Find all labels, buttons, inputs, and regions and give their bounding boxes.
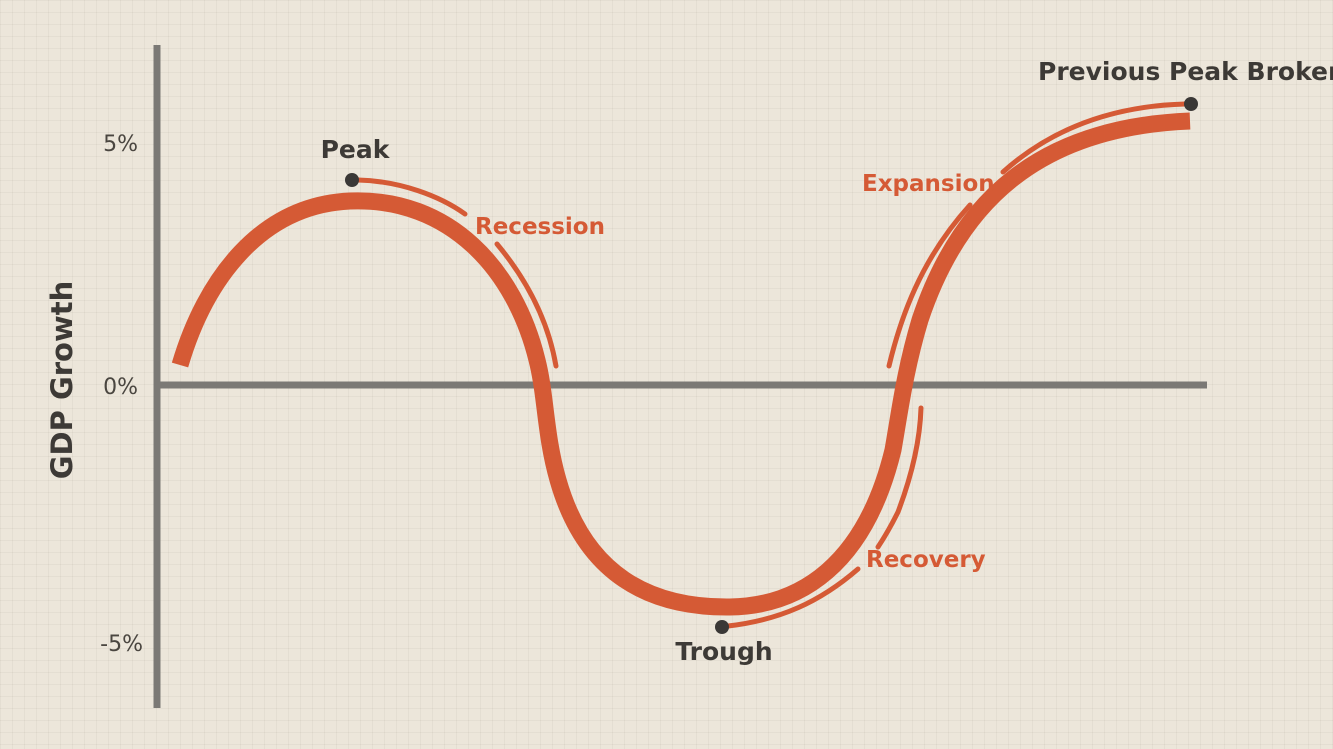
recession-label: Recession (475, 214, 605, 240)
expansion-label: Expansion (862, 171, 995, 197)
y-axis-title: GDP Growth (45, 281, 79, 480)
recovery-label: Recovery (866, 547, 986, 573)
previous-peak-label: Previous Peak Broken (1038, 57, 1333, 86)
expansion-arc-upper (1000, 101, 1188, 175)
recovery-arc (875, 405, 924, 550)
trough-marker (715, 620, 729, 634)
recession-arc (355, 177, 468, 217)
y-tick-minus-5pct: -5% (100, 632, 143, 657)
y-tick-5pct: 5% (103, 132, 138, 157)
expansion-arc (886, 202, 973, 369)
y-tick-0pct: 0% (103, 375, 138, 400)
peak-label: Peak (321, 135, 391, 164)
recession-arc-lower (494, 241, 559, 369)
previous-peak-marker (1184, 97, 1198, 111)
peak-marker (345, 173, 359, 187)
recovery-arc-lower (725, 566, 861, 629)
business-cycle-curve (171, 112, 1191, 616)
trough-label: Trough (675, 637, 772, 666)
